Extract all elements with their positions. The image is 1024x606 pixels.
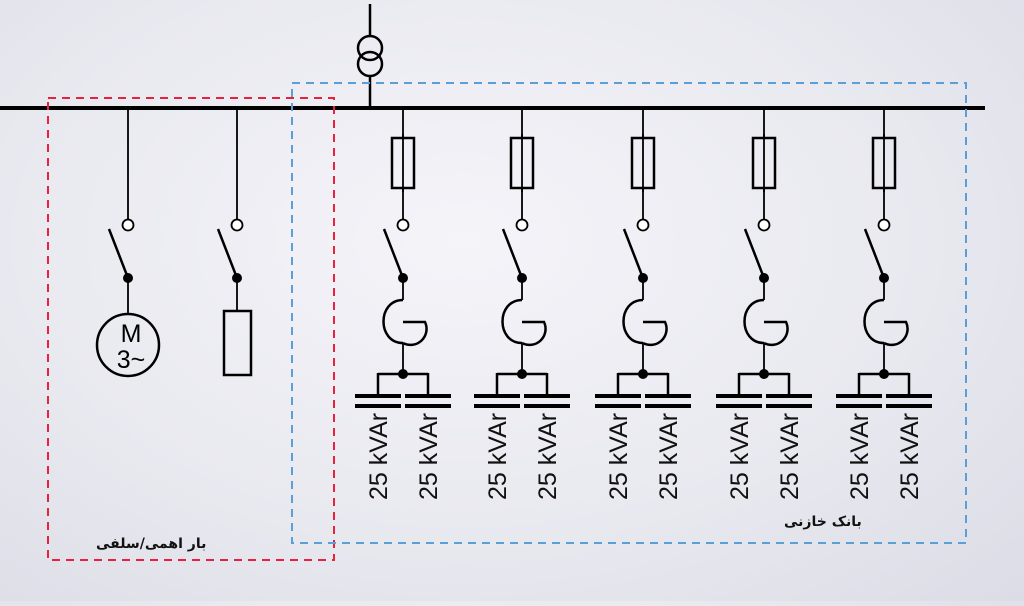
isolator-terminal <box>757 218 771 232</box>
isolator-terminal <box>230 218 244 232</box>
capacitor-rating-label: 25 kVAr <box>365 413 393 500</box>
capacitor-feeder: 25 kVAr 25 kVAr <box>355 108 451 500</box>
contactor-hook-symbol <box>763 320 789 347</box>
isolator-terminal <box>121 218 135 232</box>
contactor-coil-symbol <box>622 298 644 345</box>
switch-blade <box>107 228 130 279</box>
capacitor-rating-label: 25 kVAr <box>896 413 924 500</box>
contactor-coil-symbol <box>863 298 885 345</box>
capacitor-feeder: 25 kVAr 25 kVAr <box>595 108 691 500</box>
load-region-border <box>47 97 335 561</box>
contactor-hook-symbol <box>402 320 428 347</box>
transformer-primary-winding <box>356 34 384 62</box>
capacitor-rating-label: 25 kVAr <box>605 413 633 500</box>
contactor-coil-symbol <box>743 298 765 345</box>
capacitor-bank-region-border <box>291 82 967 544</box>
isolator-terminal <box>636 218 650 232</box>
switch-blade <box>216 228 239 279</box>
isolator-terminal <box>515 218 529 232</box>
switch-blade <box>501 228 524 279</box>
switch-blade <box>863 228 886 279</box>
contactor-hook-symbol <box>521 320 547 347</box>
capacitor-bank-region-label: بانک خازنی <box>784 514 862 530</box>
transformer <box>356 4 384 108</box>
motor-phase-label: 3~ <box>117 346 146 374</box>
contactor-coil-symbol <box>382 298 404 345</box>
contactor-coil-symbol <box>501 298 523 345</box>
capacitor-rating-label: 25 kVAr <box>484 413 512 500</box>
motor-symbol <box>95 312 161 378</box>
contactor-hook-symbol <box>883 320 909 347</box>
motor-feeder: M 3~ <box>95 108 161 378</box>
switch-blade <box>743 228 766 279</box>
load-region-label: بار اهمی/سلفی <box>96 536 207 552</box>
contactor-hook-symbol <box>642 320 668 347</box>
isolator-terminal <box>396 218 410 232</box>
switch-blade <box>622 228 645 279</box>
motor-label: M <box>121 320 142 348</box>
capacitor-rating-label: 25 kVAr <box>726 413 754 500</box>
capacitor-rating-label: 25 kVAr <box>655 413 683 500</box>
capacitor-rating-label: 25 kVAr <box>846 413 874 500</box>
capacitor-feeder: 25 kVAr 25 kVAr <box>716 108 812 500</box>
capacitor-feeder: 25 kVAr 25 kVAr <box>474 108 570 500</box>
resistive-load-feeder <box>216 108 253 377</box>
capacitor-rating-label: 25 kVAr <box>415 413 443 500</box>
resistor-symbol <box>222 309 253 377</box>
switch-blade <box>382 228 405 279</box>
isolator-terminal <box>877 218 891 232</box>
capacitor-feeder: 25 kVAr 25 kVAr <box>836 108 932 500</box>
transformer-secondary-winding <box>356 50 384 78</box>
capacitor-rating-label: 25 kVAr <box>534 413 562 500</box>
capacitor-rating-label: 25 kVAr <box>776 413 804 500</box>
